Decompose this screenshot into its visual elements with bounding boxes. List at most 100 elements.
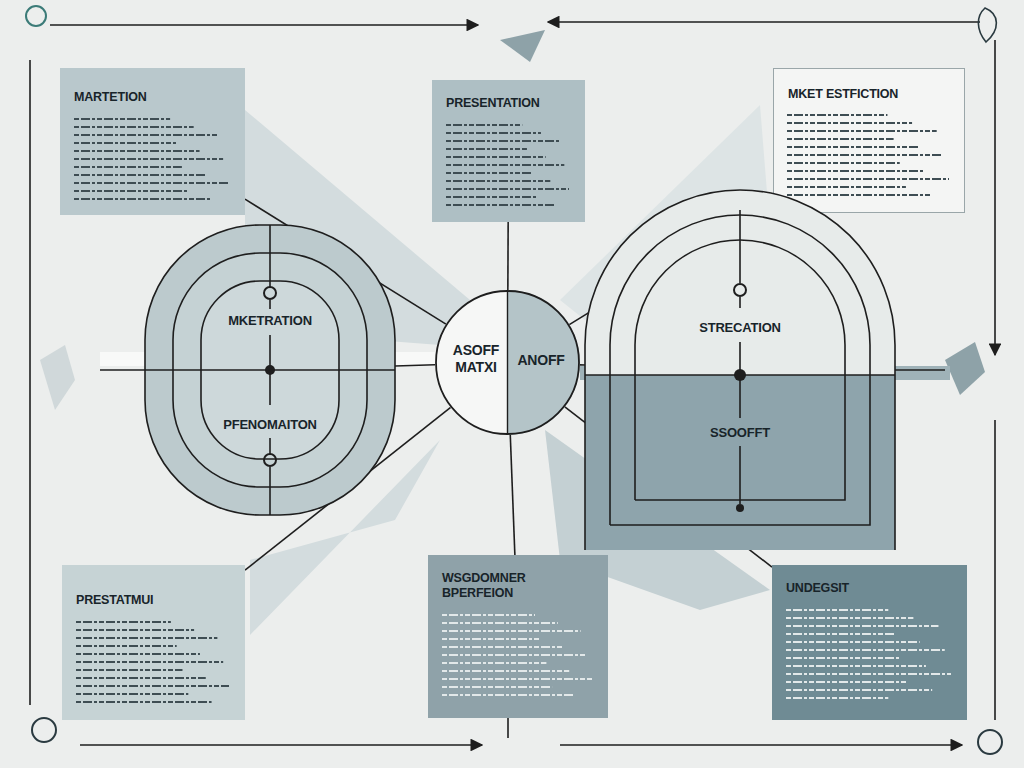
circle-half [508,290,581,435]
body-lines [76,622,229,702]
scribble-line [446,164,564,166]
scribble-line [787,122,912,124]
corner-ring [978,730,1002,754]
scribble-line [76,669,182,671]
scribble-line [787,162,900,164]
scribble-line [442,654,586,656]
corner-ring [26,6,46,26]
scribble-line [76,661,223,663]
scribble-line [76,677,206,679]
frame-arrow [548,21,980,23]
scribble-line [446,148,527,150]
scribble-line [786,657,901,659]
scribble-line [442,622,558,624]
shape-outline [145,225,395,515]
scribble-line [786,625,938,627]
text-box: MKET ESTFICTION [773,68,965,213]
scribble-line [787,114,887,116]
scribble-line [442,662,546,664]
scribble-line [446,204,555,206]
scribble-line [74,190,188,192]
scribble-line [76,685,229,687]
scribble-line [786,673,951,675]
arch-shape: MKETRATIONPFENOMAITON [145,225,395,515]
ring-dot [264,287,276,299]
scribble-line [787,138,894,140]
frame-arrow [80,744,482,746]
axis-line [739,446,741,504]
scribble-line [76,629,194,631]
shape-label: SSOOFFT [585,425,895,441]
scribble-line [786,609,888,611]
axis-line [269,300,271,309]
scribble-line [442,630,581,632]
scribble-line [74,118,170,120]
scribble-line [74,174,205,176]
scribble-line [76,645,177,647]
body-lines [446,125,569,205]
tab-shape [500,30,545,62]
scribble-line [74,150,200,152]
axis-line [269,438,271,454]
frame-arrow [50,24,478,26]
box-heading: MARTETION [74,90,231,105]
scribble-line [786,697,888,699]
scribble-line [786,633,895,635]
axis-line [895,369,945,371]
body-lines [442,615,592,695]
arch-shape: STRECATIONSSOOFFT [585,190,895,550]
scribble-line [442,638,541,640]
center-circle: ASOFF MATXIANOFF [435,290,580,435]
ring-dot [264,454,276,466]
text-box: MARTETION [60,68,245,215]
scribble-line [787,130,937,132]
scribble-line [786,617,913,619]
scribble-line [446,156,546,158]
axis-line [269,225,271,287]
corner-leaf [978,8,996,42]
divider-line [507,290,508,435]
diamond-shape [945,342,985,395]
connector-line [510,435,515,555]
frame-arrow [560,744,962,746]
ring-dot [734,284,746,296]
scribble-line [74,166,182,168]
axis-line [269,467,271,515]
box-heading: MKET ESTFICTION [788,87,950,102]
scribble-line [786,681,907,683]
scribble-line [76,621,171,623]
text-box: PRESTATMUI [62,565,245,720]
shape-label: PFENOMAITON [145,417,395,433]
scribble-line [446,140,560,142]
shape-outline [585,190,895,550]
body-lines [787,115,949,195]
scribble-line [74,142,176,144]
body-lines [786,610,951,698]
corner-ring [32,718,56,742]
scribble-line [74,126,194,128]
decor-shapes [40,30,985,635]
scribble-line [442,646,564,648]
axis-line [739,297,741,308]
text-box: WSGDOMNER BPERFEION [428,555,608,718]
connector-line [507,222,509,290]
center-dot [734,369,746,381]
frame [30,22,995,745]
scribble-line [787,186,906,188]
text-box: PRESENTATION [432,80,585,222]
frame-line [994,420,996,720]
scribble-line [76,637,217,639]
scribble-line [74,158,223,160]
end-dot [736,504,744,512]
arch-ring [585,190,895,550]
frame-arrow [994,40,996,355]
scribble-line [442,686,552,688]
scribble-line [787,194,931,196]
scribble-line [786,665,926,667]
scribble-line [74,198,211,200]
shape-label: ANOFF [511,352,571,369]
diamond-shape [40,345,75,410]
scribble-line [787,170,924,172]
circle-half [435,290,508,435]
scribble-line [446,180,550,182]
